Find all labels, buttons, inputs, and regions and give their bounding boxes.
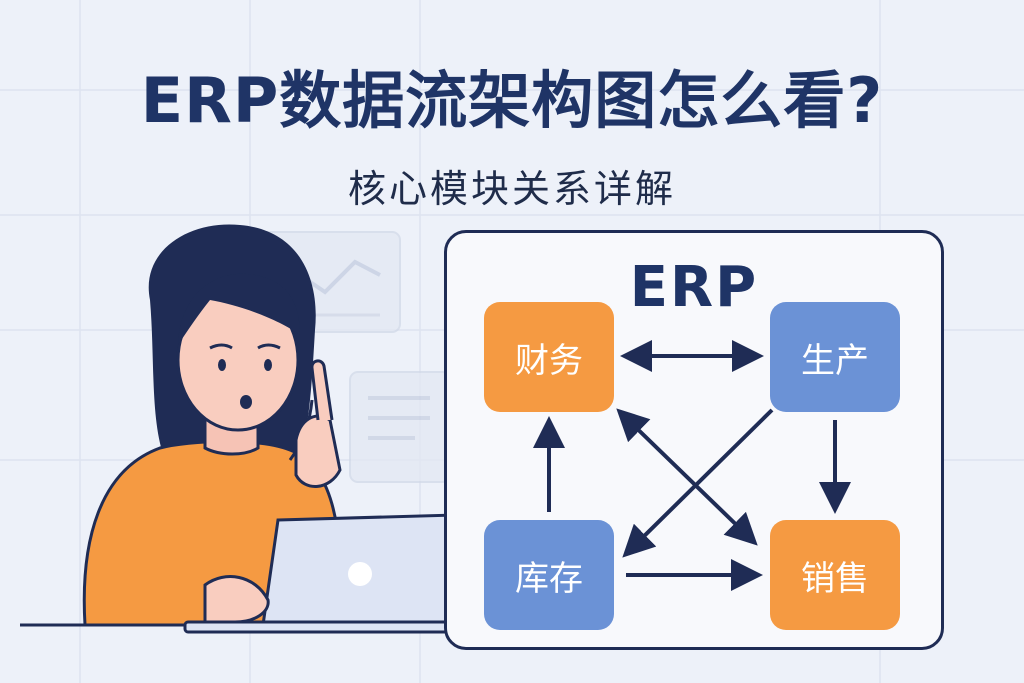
diagram-title: ERP (629, 255, 759, 320)
module-sales: 销售 (770, 520, 900, 630)
document-icon (349, 371, 451, 483)
module-finance-label: 财务 (515, 340, 583, 381)
module-production: 生产 (770, 302, 900, 412)
module-inventory: 库存 (484, 520, 614, 630)
module-finance: 财务 (484, 302, 614, 412)
module-inventory-label: 库存 (515, 558, 583, 599)
page-title: ERP数据流架构图怎么看? (140, 64, 884, 137)
page-subtitle: 核心模块关系详解 (347, 167, 676, 211)
module-sales-label: 销售 (801, 558, 869, 599)
module-production-label: 生产 (801, 340, 869, 381)
